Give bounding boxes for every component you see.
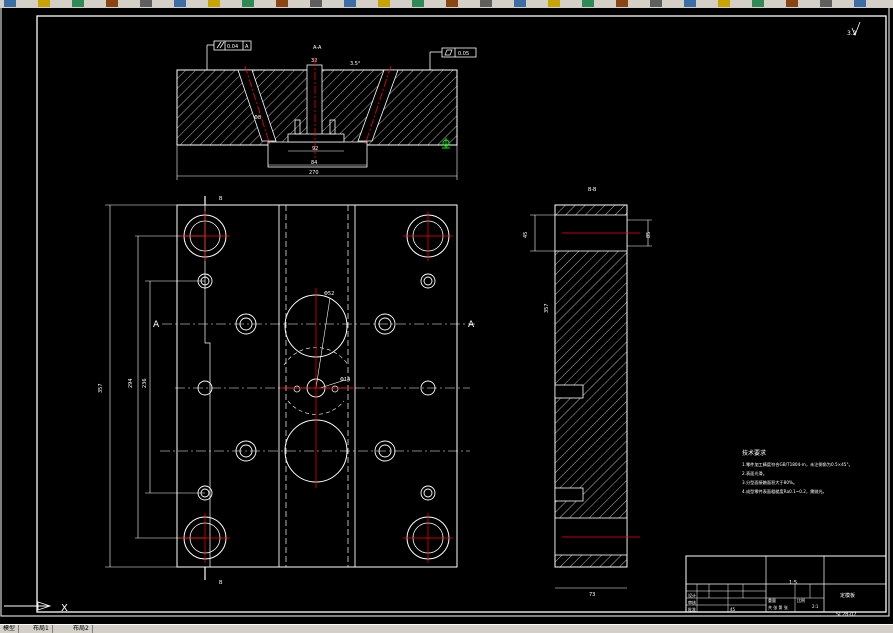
tb-designer: 设计 [688,592,696,598]
dim-phi52: Φ52 [324,291,334,297]
color-icon[interactable] [854,0,866,7]
cut-b-top: B [219,196,223,202]
layer-state-icon[interactable] [718,0,730,7]
dim-45: 45 [523,232,529,238]
tab-layout2[interactable]: 布局2 [70,625,93,633]
title-block [685,555,887,613]
tb-material: 45 [730,607,736,612]
screw-holes [197,273,436,501]
guide-holes [183,214,450,560]
tb-drawing-no: SL28-02 [836,612,857,618]
design-center-icon[interactable] [548,0,560,7]
tech-note-1: 1.零件加工精度符合GB/T1804-m，未注倒角为0.5×45°。 [742,461,853,468]
dim-side-height: 357 [544,303,550,313]
tab-layout1[interactable]: 布局1 [30,625,53,633]
plan-outline [176,204,458,568]
tech-note-4: 4.成型零件表面粗糙度Ra0.1~0.2，需抛光。 [742,488,827,495]
tech-title: 技术要求 [742,449,766,457]
tb-weight: 重量 [768,597,776,603]
zoom-previous-icon[interactable] [480,0,492,7]
properties-icon[interactable] [514,0,526,7]
ground-symbol [442,138,450,149]
zoom-window-icon[interactable] [446,0,458,7]
tab-model[interactable]: 模型 [0,625,20,633]
open-icon[interactable] [38,0,50,7]
tolerance-frame-right: 0.05 [429,47,477,70]
tb-sheet: 共 张 第 张 [768,604,788,610]
cut-b-bottom: B [219,580,223,586]
layout-tab-bar: 模型 布局1 布局2 [0,624,893,633]
dim-84: 84 [311,160,317,166]
dim-294: 294 [128,378,134,388]
sun-icon[interactable] [786,0,798,7]
cut-a-left: A [153,320,160,330]
title-block-text: 1:5 定模板 SL28-02 重量 比例 2:1 共 张 第 张 设计 审核 … [688,580,857,618]
lock-icon[interactable] [820,0,832,7]
angle-label: 3.5° [350,61,361,67]
dim-height-left: 357 [98,383,104,393]
section-view-aa: A-A 0.04 A 0.05 32 3.5° [176,40,477,180]
redo-icon[interactable] [344,0,356,7]
roughness-symbol-corner: 3.2 [847,21,861,37]
calc-icon[interactable] [650,0,662,7]
copy-icon[interactable] [208,0,220,7]
preview-icon[interactable] [140,0,152,7]
tech-note-3: 3.分型面接触面积大于80%。 [742,479,797,486]
drawing-frame [36,15,887,613]
tb-part-name: 定模板 [840,592,855,599]
cut-a-right: A [468,320,475,330]
tb-ratio: 比例 [797,597,805,603]
drawing-canvas[interactable]: 3.2 A-A 0.04 A 0.05 32 3.5° [0,3,893,624]
tb-approver: 批准 [688,606,696,612]
layer-icon[interactable] [684,0,696,7]
save-icon[interactable] [72,0,84,7]
paste-icon[interactable] [242,0,254,7]
pan-icon[interactable] [378,0,390,7]
drawing-svg: 3.2 A-A 0.04 A 0.05 32 3.5° [0,3,890,618]
dim-32: 32 [311,58,317,64]
ucs-x-label: X [61,603,68,614]
dim-92: 92 [312,146,318,152]
zoom-icon[interactable] [412,0,424,7]
cut-icon[interactable] [174,0,186,7]
section-view-bb: B-B 45 85 357 73 [523,187,652,598]
technical-notes: 技术要求 1.零件加工精度符合GB/T1804-m，未注倒角为0.5×45°。 … [742,449,853,495]
tolerance-left-value: 0.04 [227,44,238,50]
print-icon[interactable] [106,0,118,7]
new-icon[interactable] [4,0,16,7]
dim-side-bottom: 73 [589,592,595,598]
undo-icon[interactable] [310,0,322,7]
ucs-icon: X [4,601,68,614]
plan-view: 357 294 236 B B A A [98,196,475,586]
tech-note-2: 2.表面光滑。 [742,470,767,477]
dim-phi8: Φ8 [254,115,261,121]
section-aa-label: A-A [313,45,322,51]
tolerance-right-value: 0.05 [458,51,469,57]
lightbulb-icon[interactable] [752,0,764,7]
tolerance-left-datum: A [245,44,249,50]
dim-85: 85 [646,232,652,238]
dim-phi14: Φ14 [340,377,350,383]
tb-checker: 审核 [688,599,696,605]
tb-scale: 1:5 [789,580,797,586]
tool-palettes-icon[interactable] [582,0,594,7]
dim-270: 270 [309,170,319,176]
dim-236: 236 [142,378,148,388]
tb-count: 2:1 [812,604,819,609]
section-bb-label: B-B [588,187,597,193]
tolerance-frame-left: 0.04 A [206,40,252,70]
match-icon[interactable] [276,0,288,7]
markup-icon[interactable] [616,0,628,7]
roughness-corner-label: 3.2 [847,30,857,37]
